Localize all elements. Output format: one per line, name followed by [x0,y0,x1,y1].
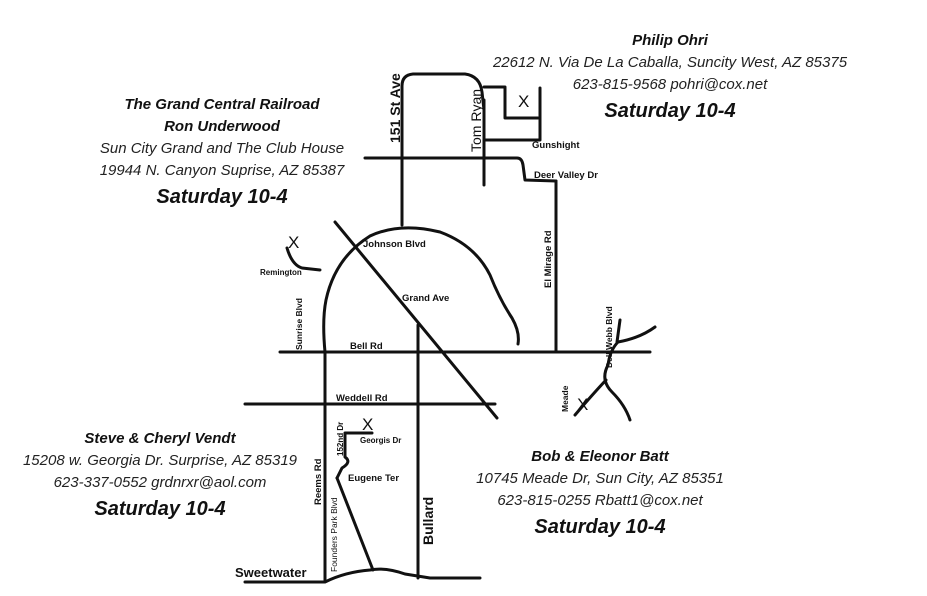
label-tom-ryan: Tom Ryan [468,89,484,152]
label-georgis: Georgis Dr [360,436,401,445]
road-sweetwater [243,567,482,584]
label-founders-park: Founders Park Blvd [329,497,339,572]
listing-address: Sun City Grand and The Club House [99,140,345,157]
road-gunshight [482,86,542,142]
listing-name-2: Ron Underwood [164,118,280,135]
road-deer-valley [363,156,558,183]
marker-ohri: X [518,92,529,111]
marker-vendt: X [362,415,373,434]
listing-address-2: 19944 N. Canyon Suprise, AZ 85387 [99,162,345,179]
label-reems: Reems Rd [313,458,324,505]
label-johnson: Johnson Blvd [363,239,426,250]
road-johnson [322,226,520,354]
listing-contact: 623-815-0255 Rbatt1@cox.net [497,492,703,509]
label-eugene: Eugene Ter [348,473,399,484]
listing-address: 15208 w. Georgia Dr. Surprise, AZ 85319 [22,452,298,469]
listing-name: Philip Ohri [632,32,708,49]
road-grand-ave [333,220,499,420]
road-founders-park [335,476,375,572]
label-remington: Remington [260,268,302,277]
listing-underwood: The Grand Central Railroad Ron Underwood… [72,94,372,212]
listing-vendt: Steve & Cheryl Vendt 15208 w. Georgia Dr… [10,428,310,524]
road-152nd-dr [335,431,374,480]
road-destination-loop [482,85,540,120]
listing-hours: Saturday 10-4 [156,186,288,208]
marker-batt: X [577,395,588,414]
road-151st-ave [400,72,486,227]
listing-hours: Saturday 10-4 [604,100,736,122]
label-grand-ave: Grand Ave [402,293,449,304]
listing-address: 22612 N. Via De La Caballa, Suncity West… [492,54,848,71]
listing-contact: 623-815-9568 pohri@cox.net [572,76,768,93]
road-dell-webb-branch [615,318,622,344]
label-sunrise: Sunrise Blvd [294,298,304,350]
label-gunshight: Gunshight [532,140,580,151]
label-el-mirage: El Mirage Rd [543,230,554,288]
road-dell-webb [603,325,657,422]
label-152nd-dr: 152nd Dr [336,422,345,456]
label-sweetwater: Sweetwater [235,565,307,580]
road-meade [573,378,608,417]
listing-name: Steve & Cheryl Vendt [84,430,236,447]
road-remington [285,246,322,272]
listing-address: 10745 Meade Dr, Sun City, AZ 85351 [476,470,724,487]
label-bullard: Bullard [420,497,436,545]
listing-contact: 623-337-0552 grdnrxr@aol.com [53,474,267,491]
label-weddell: Weddell Rd [336,393,388,404]
label-meade: Meade [560,385,570,412]
listing-ohri: Philip Ohri 22612 N. Via De La Caballa, … [470,30,870,126]
listing-name: Bob & Eleonor Batt [531,448,669,465]
label-151st-ave: 151 St Ave [387,73,403,143]
listing-name: The Grand Central Railroad [124,96,320,113]
label-dell-webb: Dell Webb Blvd [604,306,614,368]
label-bell: Bell Rd [350,341,383,352]
listing-hours: Saturday 10-4 [94,498,226,520]
listing-hours: Saturday 10-4 [534,516,666,538]
label-deer-valley: Deer Valley Dr [534,170,598,181]
marker-underwood: X [288,233,299,252]
listing-batt: Bob & Eleonor Batt 10745 Meade Dr, Sun C… [450,446,750,542]
